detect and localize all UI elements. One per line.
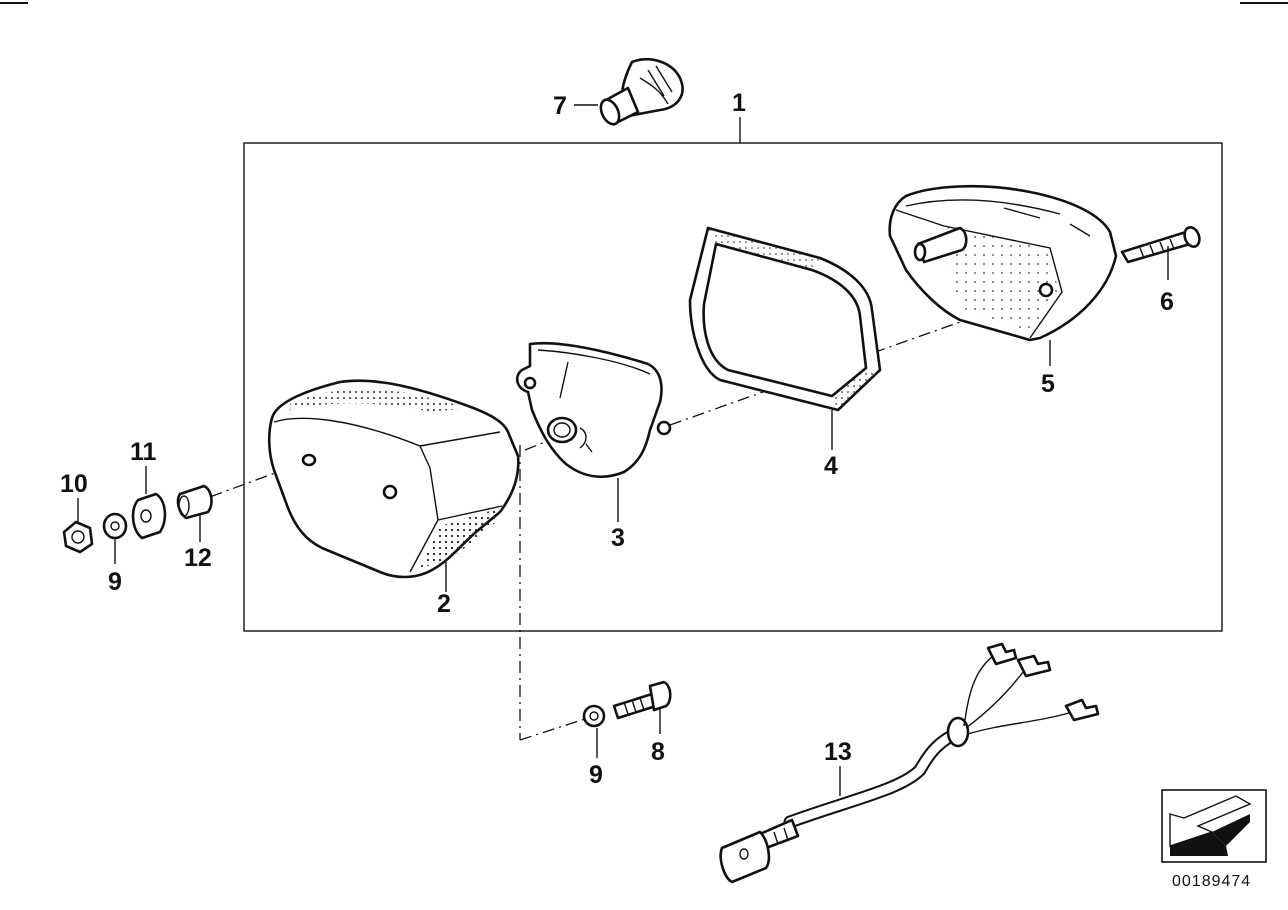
orientation-arrow-icon [1161, 789, 1267, 863]
gasket-plate-part-3 [515, 341, 672, 522]
bulb-part-7 [574, 57, 684, 126]
callout-9-left: 9 [108, 568, 122, 596]
diagram-number: 00189474 [1172, 873, 1251, 890]
callout-5: 5 [1041, 370, 1055, 398]
callout-3: 3 [611, 524, 625, 552]
base-housing-part-5 [888, 184, 1118, 366]
assembly-frame [243, 142, 1223, 632]
sleeve-part-12 [176, 484, 213, 542]
callout-1: 1 [732, 89, 746, 117]
callout-8: 8 [651, 738, 665, 766]
callout-9-bottom: 9 [589, 761, 603, 789]
callout-12: 12 [184, 544, 212, 572]
callout-6: 6 [1160, 288, 1174, 316]
callout-13: 13 [824, 738, 852, 766]
screw-part-8 [612, 680, 672, 734]
nut-part-10 [62, 498, 94, 554]
washer-part-9-bottom [582, 704, 606, 758]
callout-10: 10 [60, 470, 88, 498]
callout-4: 4 [824, 452, 838, 480]
grommet-part-11 [131, 466, 167, 540]
screw-part-6 [1120, 226, 1201, 280]
wiring-harness-part-13 [719, 642, 1100, 884]
lens-housing-part-2 [267, 379, 520, 592]
callout-11: 11 [130, 438, 157, 466]
callout-2: 2 [437, 590, 451, 618]
callout-labels: 1 7 6 5 4 3 2 11 10 9 12 8 9 13 [60, 89, 1174, 789]
seal-ring-part-4 [688, 226, 882, 450]
callout-7: 7 [553, 92, 567, 120]
washer-part-9-left [102, 512, 128, 564]
